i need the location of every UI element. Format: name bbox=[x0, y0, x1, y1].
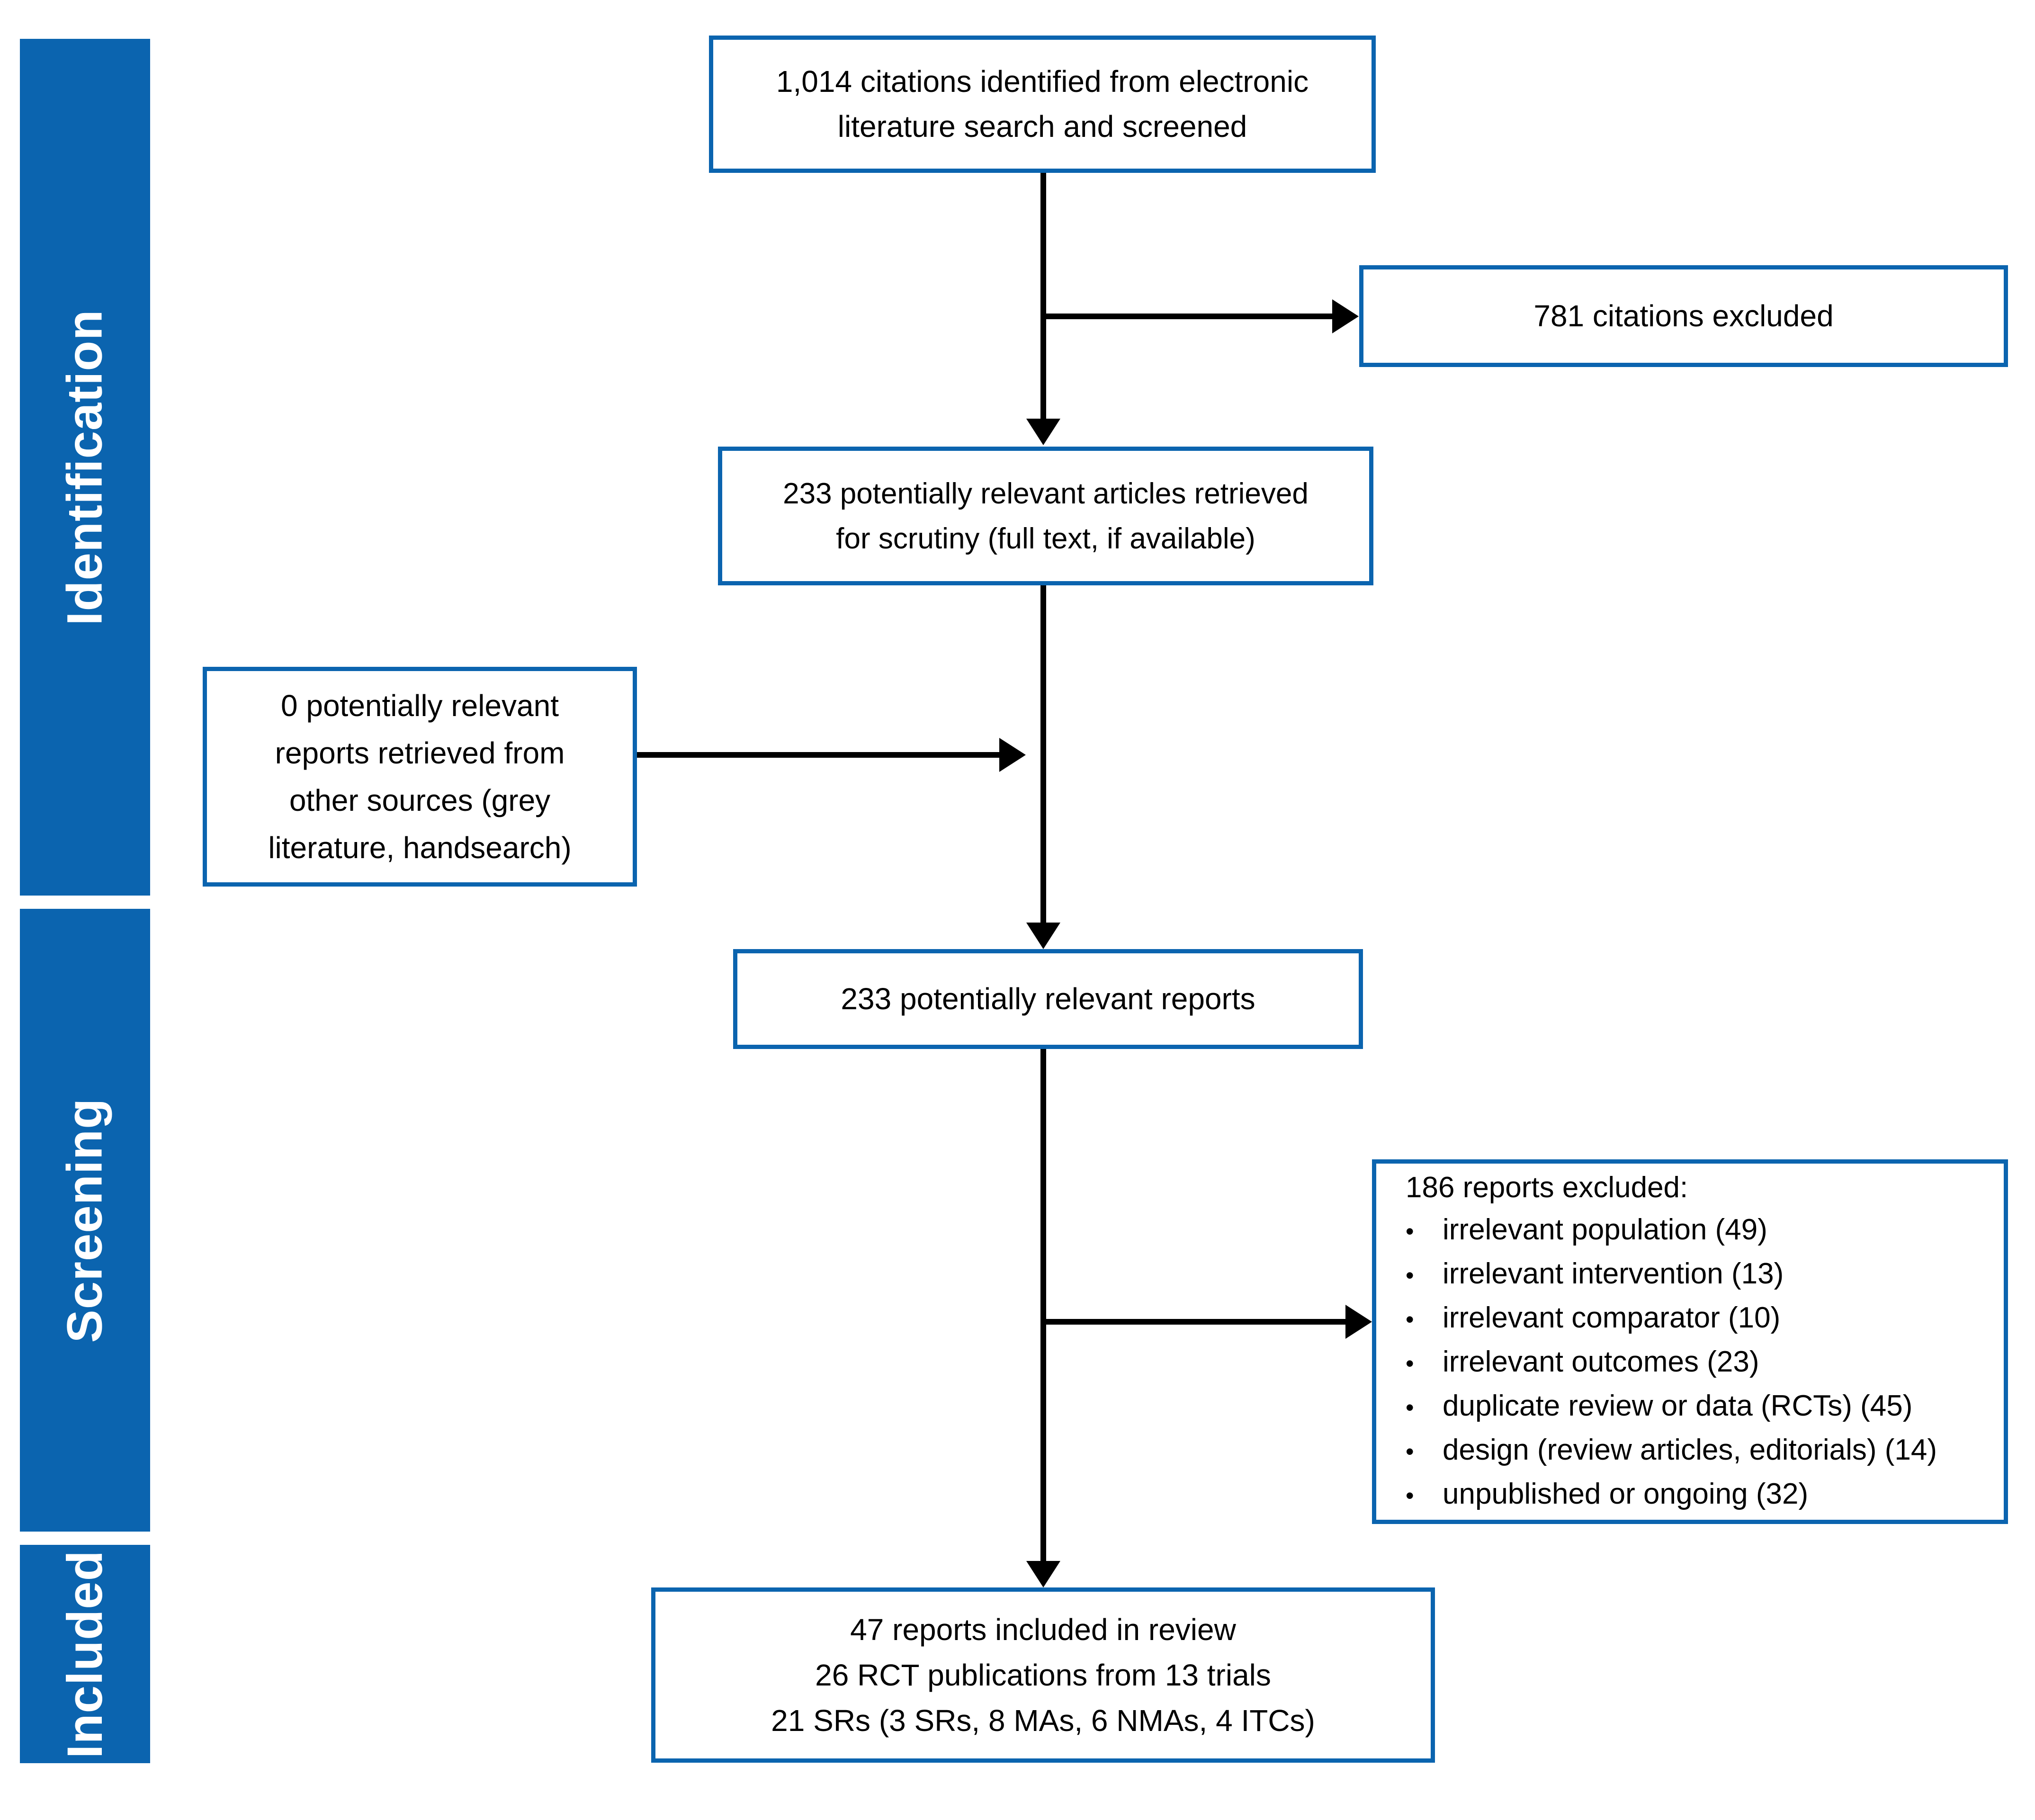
arrowhead-right-icon bbox=[1345, 1305, 1372, 1339]
connector-identified-to-retrieved bbox=[1040, 173, 1046, 421]
exclusion-reason: irrelevant intervention (13) bbox=[1443, 1257, 1784, 1290]
bullet-icon: • bbox=[1406, 1350, 1414, 1377]
box-text-line: 47 reports included in review bbox=[850, 1613, 1236, 1647]
stage-band-included: Included bbox=[20, 1545, 150, 1763]
stage-label-screening: Screening bbox=[57, 1098, 113, 1343]
stage-label-included: Included bbox=[57, 1550, 113, 1758]
list-item: • design (review articles, editorials) (1… bbox=[1406, 1429, 1937, 1473]
bullet-icon: • bbox=[1406, 1262, 1414, 1289]
stage-band-identification: Identification bbox=[20, 39, 150, 896]
list-item: • irrelevant intervention (13) bbox=[1406, 1253, 1937, 1297]
box-citations-excluded: 781 citations excluded bbox=[1359, 265, 2008, 367]
exclusion-title: 186 reports excluded: bbox=[1406, 1171, 1688, 1204]
stage-band-screening: Screening bbox=[20, 909, 150, 1532]
exclusion-reason: duplicate review or data (RCTs) (45) bbox=[1443, 1390, 1913, 1422]
exclusion-reason: irrelevant comparator (10) bbox=[1443, 1301, 1781, 1334]
box-articles-retrieved: 233 potentially relevant articles retrie… bbox=[718, 447, 1373, 585]
connector-other-sources-to-flow bbox=[637, 752, 1000, 758]
box-text-line: 1,014 citations identified from electron… bbox=[776, 64, 1309, 99]
bullet-icon: • bbox=[1406, 1482, 1414, 1509]
box-reports-excluded: 186 reports excluded: • irrelevant popula… bbox=[1372, 1159, 2008, 1524]
box-citations-identified: 1,014 citations identified from electron… bbox=[709, 36, 1376, 173]
bullet-icon: • bbox=[1406, 1218, 1414, 1245]
exclusion-reason: design (review articles, editorials) (14… bbox=[1443, 1434, 1937, 1466]
exclusion-reason: irrelevant population (49) bbox=[1443, 1213, 1767, 1246]
box-text-line: other sources (grey bbox=[289, 783, 551, 817]
arrowhead-down-icon bbox=[1026, 1561, 1060, 1587]
exclusion-reason: irrelevant outcomes (23) bbox=[1443, 1345, 1759, 1378]
box-text-line: 781 citations excluded bbox=[1533, 299, 1834, 333]
arrowhead-right-icon bbox=[1332, 299, 1359, 333]
list-item: • duplicate review or data (RCTs) (45) bbox=[1406, 1385, 1937, 1429]
box-text-line: 26 RCT publications from 13 trials bbox=[815, 1658, 1271, 1692]
box-text-line: for scrutiny (full text, if available) bbox=[836, 522, 1255, 555]
box-text-line: reports retrieved from bbox=[275, 736, 565, 770]
exclusion-reason: unpublished or ongoing (32) bbox=[1443, 1478, 1809, 1510]
connector-branch-citations-excluded bbox=[1043, 314, 1333, 319]
exclusion-reason-list: • irrelevant population (49) • irrelevant … bbox=[1406, 1209, 1937, 1517]
connector-branch-reports-excluded bbox=[1043, 1319, 1346, 1325]
list-item: • unpublished or ongoing (32) bbox=[1406, 1473, 1937, 1517]
connector-reports-to-included bbox=[1040, 1049, 1046, 1562]
bullet-icon: • bbox=[1406, 1394, 1414, 1421]
bullet-icon: • bbox=[1406, 1438, 1414, 1465]
box-other-sources: 0 potentially relevant reports retrieved… bbox=[203, 667, 637, 887]
arrowhead-down-icon bbox=[1026, 419, 1060, 445]
box-text-line: literature search and screened bbox=[837, 109, 1247, 143]
list-item: • irrelevant population (49) bbox=[1406, 1209, 1937, 1253]
list-item: • irrelevant comparator (10) bbox=[1406, 1297, 1937, 1341]
box-relevant-reports: 233 potentially relevant reports bbox=[733, 949, 1363, 1049]
arrowhead-down-icon bbox=[1026, 923, 1060, 949]
box-text-line: 233 potentially relevant reports bbox=[841, 982, 1255, 1016]
box-reports-included: 47 reports included in review 26 RCT pub… bbox=[651, 1587, 1435, 1763]
box-text-line: literature, handsearch) bbox=[268, 831, 572, 865]
box-text-line: 233 potentially relevant articles retrie… bbox=[783, 477, 1309, 510]
list-item: • irrelevant outcomes (23) bbox=[1406, 1341, 1937, 1385]
bullet-icon: • bbox=[1406, 1306, 1414, 1333]
box-text-line: 21 SRs (3 SRs, 8 MAs, 6 NMAs, 4 ITCs) bbox=[771, 1703, 1315, 1738]
arrowhead-right-icon bbox=[999, 738, 1026, 772]
stage-label-identification: Identification bbox=[57, 309, 113, 626]
box-text-line: 0 potentially relevant bbox=[280, 689, 559, 723]
connector-retrieved-to-reports bbox=[1040, 585, 1046, 923]
